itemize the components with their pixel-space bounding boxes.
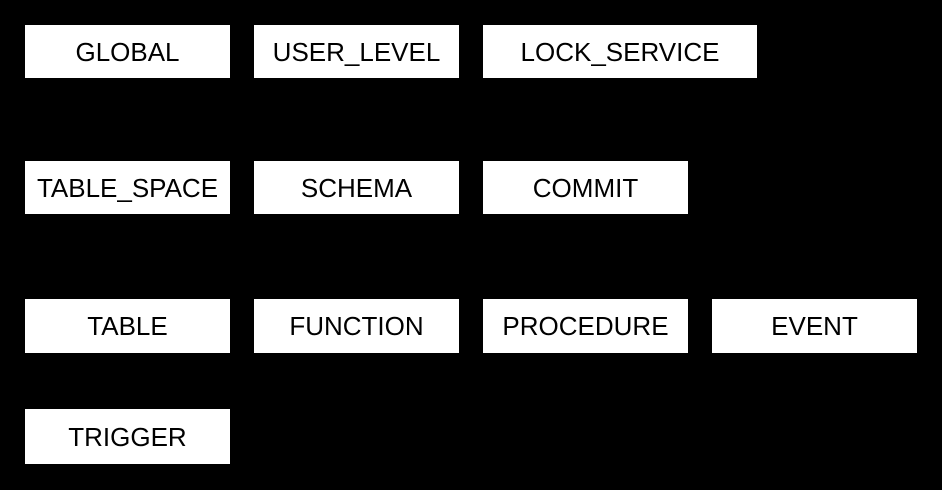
- node-lock-service: LOCK_SERVICE: [483, 25, 757, 78]
- node-procedure: PROCEDURE: [483, 299, 688, 353]
- node-global: GLOBAL: [25, 25, 230, 78]
- node-commit: COMMIT: [483, 161, 688, 214]
- node-label: LOCK_SERVICE: [520, 36, 720, 67]
- node-table-space: TABLE_SPACE: [25, 161, 230, 214]
- node-label: GLOBAL: [75, 36, 180, 67]
- node-schema: SCHEMA: [254, 161, 459, 214]
- node-user-level: USER_LEVEL: [254, 25, 459, 78]
- node-label: TRIGGER: [68, 421, 187, 452]
- node-label: FUNCTION: [289, 311, 424, 341]
- node-label: TABLE: [87, 311, 168, 341]
- node-event: EVENT: [712, 299, 917, 353]
- node-table: TABLE: [25, 299, 230, 353]
- node-label: EVENT: [771, 311, 858, 341]
- node-label: SCHEMA: [300, 172, 413, 203]
- node-label: COMMIT: [532, 172, 639, 203]
- node-label: TABLE_SPACE: [36, 172, 219, 203]
- node-label: USER_LEVEL: [272, 36, 441, 67]
- node-trigger: TRIGGER: [25, 409, 230, 464]
- node-function: FUNCTION: [254, 299, 459, 353]
- node-label: PROCEDURE: [502, 311, 669, 341]
